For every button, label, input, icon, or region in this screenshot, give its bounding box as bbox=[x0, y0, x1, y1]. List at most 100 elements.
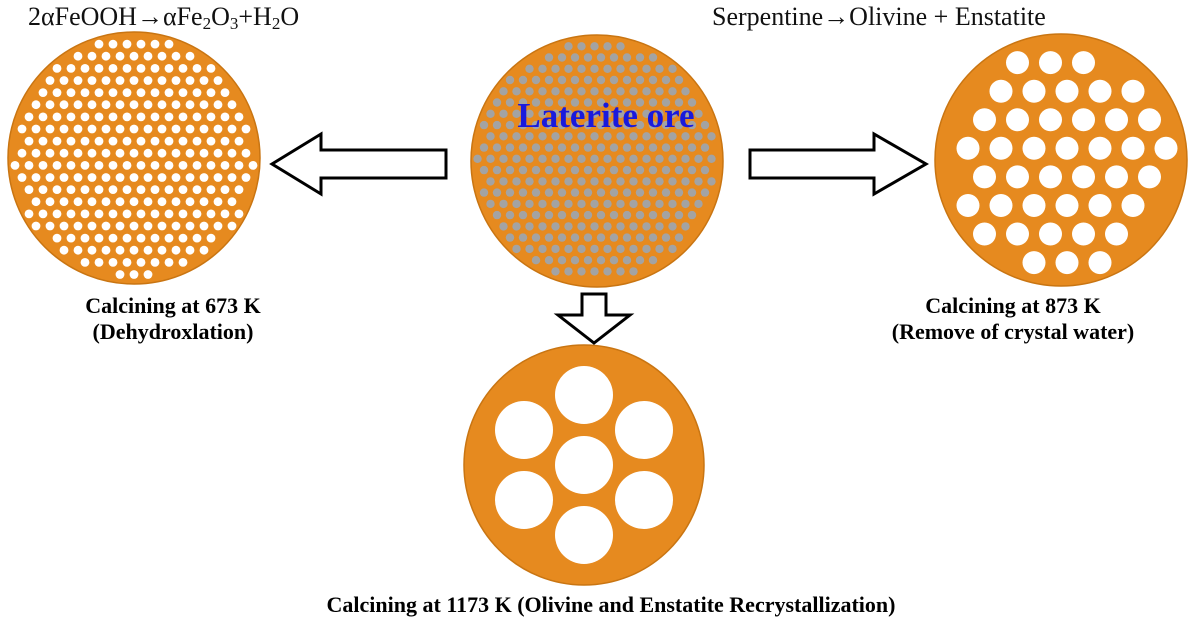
pore bbox=[1055, 251, 1079, 275]
ore-grain bbox=[577, 87, 586, 96]
pore bbox=[136, 88, 146, 97]
pore bbox=[136, 112, 146, 122]
ore-grain bbox=[707, 177, 716, 186]
ore-grain bbox=[674, 120, 684, 130]
pore bbox=[87, 148, 97, 158]
ore-grain bbox=[564, 109, 573, 119]
ore-grain bbox=[577, 42, 586, 51]
ore-grain bbox=[668, 109, 677, 119]
ore-grain bbox=[603, 42, 612, 51]
ore-grain bbox=[629, 199, 638, 209]
ore-grain bbox=[583, 98, 593, 107]
ore-grain bbox=[694, 132, 703, 141]
ore-grain bbox=[687, 98, 697, 107]
pore bbox=[178, 88, 188, 97]
pore bbox=[45, 100, 55, 110]
pore bbox=[150, 39, 160, 49]
pore bbox=[206, 233, 216, 243]
ore-grain bbox=[648, 256, 658, 265]
pore bbox=[38, 185, 48, 195]
pore bbox=[1121, 136, 1145, 160]
ore-grain bbox=[557, 188, 567, 197]
ore-grain bbox=[616, 64, 625, 74]
ore-grain bbox=[499, 199, 508, 209]
pore bbox=[38, 209, 48, 219]
ore-grain bbox=[564, 222, 573, 231]
ore-grain bbox=[492, 188, 502, 197]
pore bbox=[1022, 79, 1046, 103]
pore bbox=[164, 233, 174, 243]
pore bbox=[185, 245, 195, 255]
ore-grain bbox=[577, 267, 586, 276]
ore-grain bbox=[661, 188, 671, 197]
pore bbox=[1154, 136, 1178, 160]
pore bbox=[1072, 165, 1095, 189]
equation-serpentine: Serpentine→Olivine + Enstatite bbox=[712, 2, 1046, 31]
pore bbox=[122, 161, 132, 170]
ore-grain bbox=[661, 98, 671, 107]
pore bbox=[31, 221, 41, 231]
ore-grain bbox=[642, 222, 651, 231]
ore-grain bbox=[687, 210, 697, 220]
pore bbox=[108, 233, 118, 243]
ore-grain bbox=[557, 233, 567, 242]
ore-grain bbox=[538, 87, 547, 96]
pore bbox=[157, 197, 167, 207]
ore-grain bbox=[557, 53, 567, 62]
pore bbox=[178, 136, 188, 146]
pore bbox=[164, 161, 174, 170]
ore-grain bbox=[661, 75, 671, 85]
pore bbox=[164, 112, 174, 122]
pore bbox=[171, 76, 181, 85]
ore-grain bbox=[525, 87, 534, 96]
pore bbox=[178, 233, 188, 243]
pore bbox=[150, 185, 160, 195]
pore bbox=[87, 124, 97, 134]
pore bbox=[234, 161, 244, 170]
pore bbox=[199, 148, 209, 158]
ore-grain bbox=[609, 188, 619, 197]
pore bbox=[150, 209, 160, 219]
ore-grain bbox=[479, 120, 489, 130]
ore-grain bbox=[648, 143, 658, 152]
ore-grain bbox=[661, 120, 671, 130]
ore-grain bbox=[622, 233, 632, 242]
ore-grain bbox=[525, 132, 534, 141]
pore bbox=[59, 76, 69, 85]
ore-grain bbox=[538, 64, 547, 74]
ore-grain bbox=[505, 233, 515, 242]
ore-grain bbox=[707, 154, 716, 163]
ore-grain bbox=[512, 177, 521, 186]
pore bbox=[157, 100, 167, 110]
pore bbox=[185, 100, 195, 110]
pore bbox=[150, 136, 160, 146]
ore-grain bbox=[577, 109, 586, 119]
pore bbox=[122, 88, 132, 97]
ore-grain bbox=[700, 143, 710, 152]
pore bbox=[31, 173, 41, 182]
pore bbox=[171, 100, 181, 110]
pore bbox=[108, 258, 118, 267]
ore-grain bbox=[616, 154, 625, 163]
pore bbox=[108, 185, 118, 195]
pore bbox=[136, 258, 146, 267]
equation-left-part: O bbox=[280, 2, 300, 31]
ore-grain bbox=[629, 87, 638, 96]
ore-grain bbox=[505, 75, 515, 85]
pore bbox=[213, 124, 223, 134]
pore bbox=[1138, 108, 1161, 132]
pore bbox=[143, 76, 153, 85]
pore bbox=[115, 173, 125, 182]
pore bbox=[129, 270, 139, 279]
pore bbox=[1072, 108, 1095, 132]
pore bbox=[66, 209, 76, 219]
pores-673k bbox=[10, 39, 258, 279]
pore bbox=[136, 39, 146, 49]
pore bbox=[164, 136, 174, 146]
ore-grain bbox=[492, 165, 502, 175]
pore bbox=[31, 124, 41, 134]
pore bbox=[199, 100, 209, 110]
ore-grain bbox=[655, 87, 664, 96]
ore-grain bbox=[642, 64, 651, 74]
pore bbox=[129, 197, 139, 207]
